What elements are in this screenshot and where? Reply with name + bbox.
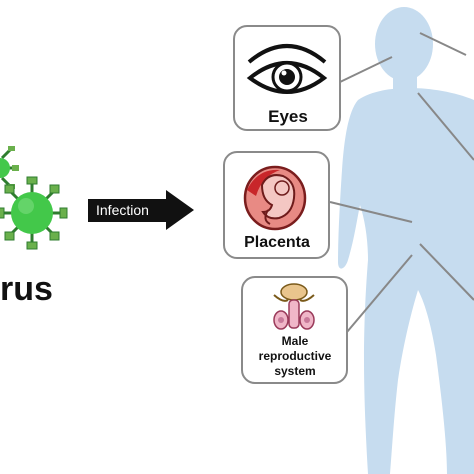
virus-label: rus (0, 270, 53, 308)
connector-eyes (339, 56, 393, 83)
connector-right-lower (419, 243, 474, 301)
organ-label-male-line1: Male (282, 334, 309, 348)
organ-box-eyes: Eyes (233, 25, 341, 131)
connector-right-upper (417, 92, 474, 161)
organ-box-placenta: Placenta (223, 151, 330, 259)
placenta-fetus-icon (243, 165, 307, 231)
organ-label-male-line3: system (274, 364, 315, 378)
eye-icon (246, 44, 328, 94)
human-body-silhouette (338, 7, 474, 474)
connector-placenta (329, 201, 413, 223)
large-virus-icon (0, 176, 68, 250)
organ-box-male-reproductive: Male reproductive system (241, 276, 348, 384)
organ-label-placenta: Placenta (244, 234, 310, 251)
connector-eyes-2 (419, 32, 467, 56)
infection-label: Infection (96, 202, 149, 218)
infection-arrow: Infection (88, 190, 194, 230)
virus-particles (0, 146, 68, 250)
connector-lines (329, 32, 474, 333)
male-reproductive-organ-icon (273, 283, 315, 330)
connector-male-reproductive (346, 254, 413, 333)
small-virus-icon (0, 146, 19, 189)
organ-label-eyes: Eyes (268, 107, 308, 126)
organ-label-male-line2: reproductive (259, 349, 332, 363)
